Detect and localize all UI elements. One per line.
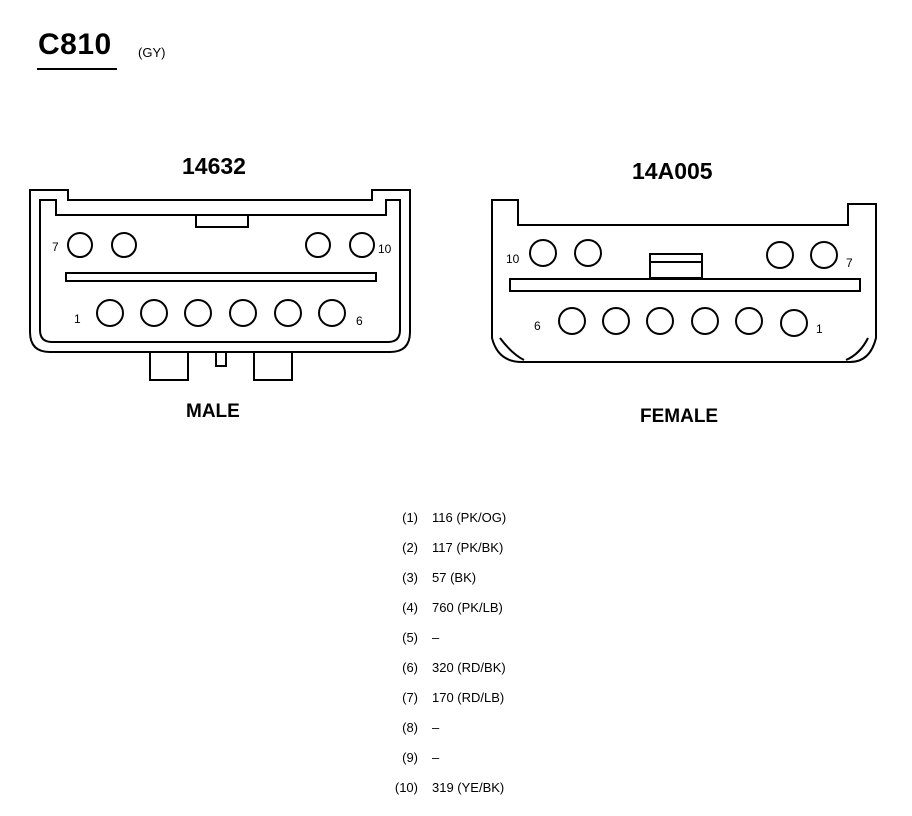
female-divider-bar: [509, 278, 861, 292]
male-divider-bar: [65, 272, 377, 282]
cavity-number: (3): [402, 569, 418, 585]
female-key-block: [649, 253, 703, 279]
cavity-number: (8): [402, 719, 418, 735]
cavity-number: (1): [402, 509, 418, 525]
cavity-number: (10): [394, 779, 418, 795]
male-pin-3: [184, 299, 212, 327]
pinout-row: (8) –: [380, 712, 506, 742]
circuit-value: 170 (RD/LB): [432, 689, 505, 705]
female-pin-label-7: 7: [846, 256, 853, 270]
female-pin-5: [602, 307, 630, 335]
male-pin-5: [274, 299, 302, 327]
female-housing-outer: [491, 199, 877, 363]
female-pin-label-1: 1: [816, 322, 823, 336]
male-part-number: 14632: [182, 153, 246, 179]
circuit-value: –: [432, 719, 440, 735]
title-underline: [37, 68, 117, 70]
cavity-number: (2): [402, 539, 418, 555]
pinout-row: (6) 320 (RD/BK): [380, 652, 506, 682]
female-pin-9: [574, 239, 602, 267]
pinout-row: (3) 57 (BK): [380, 562, 506, 592]
circuit-value: 760 (PK/LB): [432, 599, 503, 615]
circuit-value: 117 (PK/BK): [432, 539, 504, 555]
male-latch-small: [215, 351, 227, 367]
male-pin-8: [111, 232, 137, 258]
male-connector: [29, 189, 411, 381]
pinout-row: (1) 116 (PK/OG): [380, 502, 506, 532]
male-key-tab: [195, 214, 249, 228]
male-housing-outer: [29, 189, 411, 353]
male-pin-4: [229, 299, 257, 327]
female-pin-1: [780, 309, 808, 337]
circuit-value: 320 (RD/BK): [432, 659, 506, 675]
cavity-number: (5): [402, 629, 418, 645]
male-pin-2: [140, 299, 168, 327]
male-pin-9: [305, 232, 331, 258]
male-pin-label-7: 7: [52, 240, 59, 254]
male-pin-7: [67, 232, 93, 258]
circuit-value: 57 (BK): [432, 569, 477, 585]
female-pin-6: [558, 307, 586, 335]
female-pin-label-6: 6: [534, 319, 541, 333]
connector-id: C810: [38, 28, 112, 61]
circuit-value: 116 (PK/OG): [432, 509, 507, 525]
male-pin-label-10: 10: [378, 242, 392, 256]
connector-color-code: (GY): [138, 45, 166, 60]
male-housing-inner: [39, 199, 401, 343]
female-pin-7: [810, 241, 838, 269]
female-pin-4: [646, 307, 674, 335]
pinout-row: (4) 760 (PK/LB): [380, 592, 506, 622]
male-pin-6: [318, 299, 346, 327]
female-housing-inner: [499, 337, 869, 361]
female-pin-8: [766, 241, 794, 269]
pinout-row: (7) 170 (RD/LB): [380, 682, 506, 712]
female-label: FEMALE: [640, 406, 719, 427]
circuit-value: –: [432, 629, 440, 645]
pinout-row: (10) 319 (YE/BK): [380, 772, 506, 802]
male-latch-left: [149, 351, 189, 381]
circuit-value: –: [432, 749, 440, 765]
female-pin-3: [691, 307, 719, 335]
pinout-row: (9) –: [380, 742, 506, 772]
circuit-value: 319 (YE/BK): [432, 779, 505, 795]
female-part-number: 14A005: [632, 158, 713, 184]
male-pin-label-6: 6: [356, 314, 363, 328]
male-pin-label-1: 1: [74, 312, 81, 326]
male-pin-1: [96, 299, 124, 327]
cavity-number: (9): [402, 749, 418, 765]
female-pin-2: [735, 307, 763, 335]
female-connector: [491, 199, 877, 363]
cavity-number: (6): [402, 659, 418, 675]
cavity-number: (4): [402, 599, 418, 615]
cavity-number: (7): [402, 689, 418, 705]
male-label: MALE: [186, 401, 240, 422]
male-pin-10: [349, 232, 375, 258]
male-latch-right: [253, 351, 293, 381]
pinout-row: (5) –: [380, 622, 506, 652]
female-pin-10: [529, 239, 557, 267]
female-pin-label-10: 10: [506, 252, 520, 266]
pinout-table: (1) 116 (PK/OG) (2) 117 (PK/BK) (3) 57 (…: [380, 502, 506, 802]
pinout-row: (2) 117 (PK/BK): [380, 532, 506, 562]
